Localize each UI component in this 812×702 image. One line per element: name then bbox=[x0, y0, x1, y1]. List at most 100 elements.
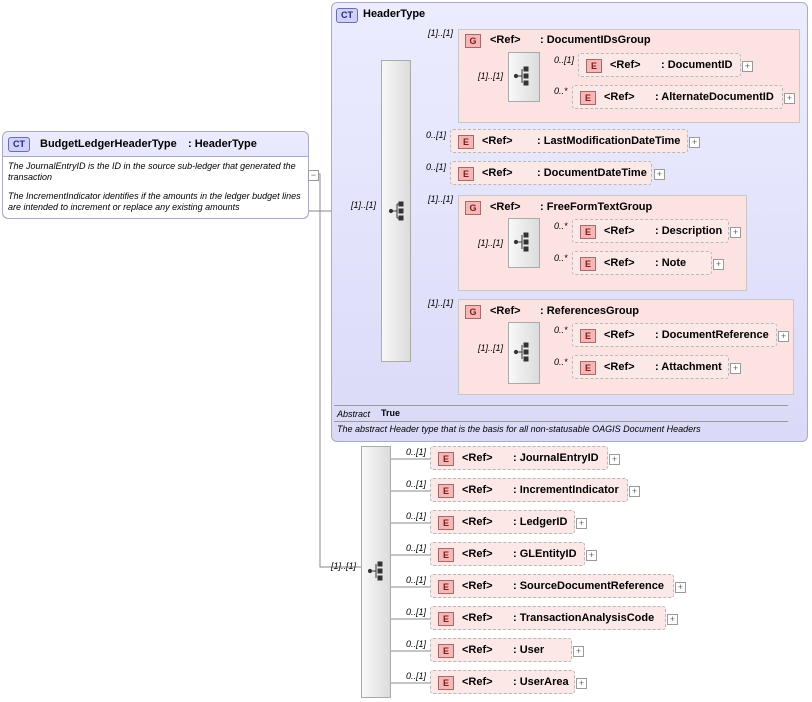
group-cardinality: [1]..[1] bbox=[428, 298, 454, 308]
element-icon: E bbox=[580, 257, 596, 271]
element-cardinality: 0..[1] bbox=[406, 575, 427, 585]
element-name: : LedgerID bbox=[513, 516, 568, 528]
group-icon: G bbox=[465, 201, 481, 215]
sequence-icon bbox=[367, 561, 383, 581]
expand-button[interactable]: + bbox=[609, 454, 620, 465]
element-ref: <Ref> bbox=[604, 361, 635, 373]
element-cardinality: 0..* bbox=[554, 357, 568, 367]
complex-type-icon: CT bbox=[336, 8, 358, 23]
element-name: : Note bbox=[655, 257, 687, 269]
expand-button[interactable]: + bbox=[675, 582, 686, 593]
expand-button[interactable]: + bbox=[784, 93, 795, 104]
group-icon: G bbox=[465, 34, 481, 48]
element-cardinality: 0..[1] bbox=[406, 671, 427, 681]
group-freeformtextgroup[interactable] bbox=[458, 195, 747, 291]
sequence-icon bbox=[513, 232, 529, 252]
element-icon: E bbox=[438, 676, 454, 690]
element-documentdatetime[interactable]: E <Ref> : DocumentDateTime bbox=[450, 161, 652, 185]
expand-button[interactable]: + bbox=[629, 486, 640, 497]
expand-button[interactable]: + bbox=[778, 331, 789, 342]
element-name: : UserArea bbox=[513, 676, 569, 688]
element-documentid[interactable]: E <Ref> : DocumentID bbox=[578, 53, 741, 77]
group-cardinality: [1]..[1] bbox=[428, 28, 454, 38]
element-icon: E bbox=[438, 580, 454, 594]
element-icon: E bbox=[580, 225, 596, 239]
group-ref: <Ref> bbox=[490, 305, 521, 317]
element-ref: <Ref> bbox=[604, 257, 635, 269]
root-name: BudgetLedgerHeaderType bbox=[40, 138, 177, 150]
element-name: : User bbox=[513, 644, 545, 656]
expand-button[interactable]: + bbox=[654, 169, 665, 180]
element-ref: <Ref> bbox=[604, 329, 635, 341]
element-icon: E bbox=[438, 452, 454, 466]
expand-button[interactable]: + bbox=[730, 227, 741, 238]
element-description[interactable]: E <Ref> : Description bbox=[572, 219, 729, 243]
expand-button[interactable]: + bbox=[576, 518, 587, 529]
element-name: : Attachment bbox=[655, 361, 722, 373]
element-note[interactable]: E <Ref> : Note bbox=[572, 251, 712, 275]
expand-button[interactable]: + bbox=[689, 137, 700, 148]
element-icon: E bbox=[438, 612, 454, 626]
element-cardinality: 0..[1] bbox=[426, 130, 447, 140]
element-icon: E bbox=[580, 329, 596, 343]
element-ref: <Ref> bbox=[462, 516, 493, 528]
element-ref: <Ref> bbox=[462, 612, 493, 624]
expand-button[interactable]: + bbox=[730, 363, 741, 374]
element-icon: E bbox=[438, 644, 454, 658]
sequence-icon bbox=[513, 342, 529, 362]
element-cardinality: 0..* bbox=[554, 325, 568, 335]
element-lastmodificationdatetime[interactable]: E <Ref> : LastModificationDateTime bbox=[450, 129, 688, 153]
element-journalentryid[interactable]: E <Ref> : JournalEntryID bbox=[430, 446, 608, 470]
group-name: : DocumentIDsGroup bbox=[540, 34, 651, 46]
element-sourcedocumentreference[interactable]: E <Ref> : SourceDocumentReference bbox=[430, 574, 674, 598]
expand-button[interactable]: + bbox=[713, 259, 724, 270]
element-documentreference[interactable]: E <Ref> : DocumentReference bbox=[572, 323, 777, 347]
element-name: : DocumentReference bbox=[655, 329, 769, 341]
element-icon: E bbox=[586, 59, 602, 73]
group-icon: G bbox=[465, 305, 481, 319]
element-transactionanalysiscode[interactable]: E <Ref> : TransactionAnalysisCode bbox=[430, 606, 666, 630]
element-attachment[interactable]: E <Ref> : Attachment bbox=[572, 355, 729, 379]
element-cardinality: 0..[1] bbox=[426, 162, 447, 172]
sequence-icon bbox=[513, 66, 529, 86]
element-ref: <Ref> bbox=[482, 135, 513, 147]
element-icon: E bbox=[438, 548, 454, 562]
element-glentityid[interactable]: E <Ref> : GLEntityID bbox=[430, 542, 585, 566]
abstract-divider bbox=[334, 405, 788, 406]
element-cardinality: 0..* bbox=[554, 221, 568, 231]
element-ref: <Ref> bbox=[604, 225, 635, 237]
header-sequence-cardinality: [1]..[1] bbox=[351, 200, 377, 210]
root-complex-type[interactable]: CT BudgetLedgerHeaderType : HeaderType T… bbox=[2, 131, 309, 219]
expand-button[interactable]: + bbox=[742, 61, 753, 72]
extension-sequence-bar[interactable] bbox=[361, 446, 391, 698]
element-ledgerid[interactable]: E <Ref> : LedgerID bbox=[430, 510, 575, 534]
root-collapse-button[interactable]: − bbox=[308, 170, 319, 181]
expand-button[interactable]: + bbox=[667, 614, 678, 625]
group-sequence-cardinality: [1]..[1] bbox=[478, 71, 504, 81]
element-name: : GLEntityID bbox=[513, 548, 577, 560]
group-sequence-cardinality: [1]..[1] bbox=[478, 343, 504, 353]
element-incrementindicator[interactable]: E <Ref> : IncrementIndicator bbox=[430, 478, 628, 502]
abstract-label: Abstract bbox=[337, 409, 371, 419]
element-cardinality: 0..[1] bbox=[406, 479, 427, 489]
element-user[interactable]: E <Ref> : User bbox=[430, 638, 572, 662]
group-cardinality: [1]..[1] bbox=[428, 194, 454, 204]
element-icon: E bbox=[458, 167, 474, 181]
description-divider bbox=[334, 421, 788, 422]
element-alternatedocumentid[interactable]: E <Ref> : AlternateDocumentID bbox=[572, 85, 783, 109]
root-doc-1: The JournalEntryID is the ID in the sour… bbox=[8, 161, 296, 182]
element-name: : DocumentDateTime bbox=[537, 167, 647, 179]
element-userarea[interactable]: E <Ref> : UserArea bbox=[430, 670, 575, 694]
expand-button[interactable]: + bbox=[586, 550, 597, 561]
element-name: : Description bbox=[655, 225, 723, 237]
group-ref: <Ref> bbox=[490, 34, 521, 46]
extension-sequence-cardinality: [1]..[1] bbox=[331, 561, 357, 571]
root-doc-2: The IncrementIndicator identifies if the… bbox=[8, 191, 301, 212]
element-cardinality: 0..[1] bbox=[406, 607, 427, 617]
element-ref: <Ref> bbox=[462, 580, 493, 592]
expand-button[interactable]: + bbox=[573, 646, 584, 657]
expand-button[interactable]: + bbox=[576, 678, 587, 689]
header-type-title: HeaderType bbox=[363, 8, 426, 20]
element-name: : JournalEntryID bbox=[513, 452, 599, 464]
header-type-description: The abstract Header type that is the bas… bbox=[337, 424, 701, 434]
